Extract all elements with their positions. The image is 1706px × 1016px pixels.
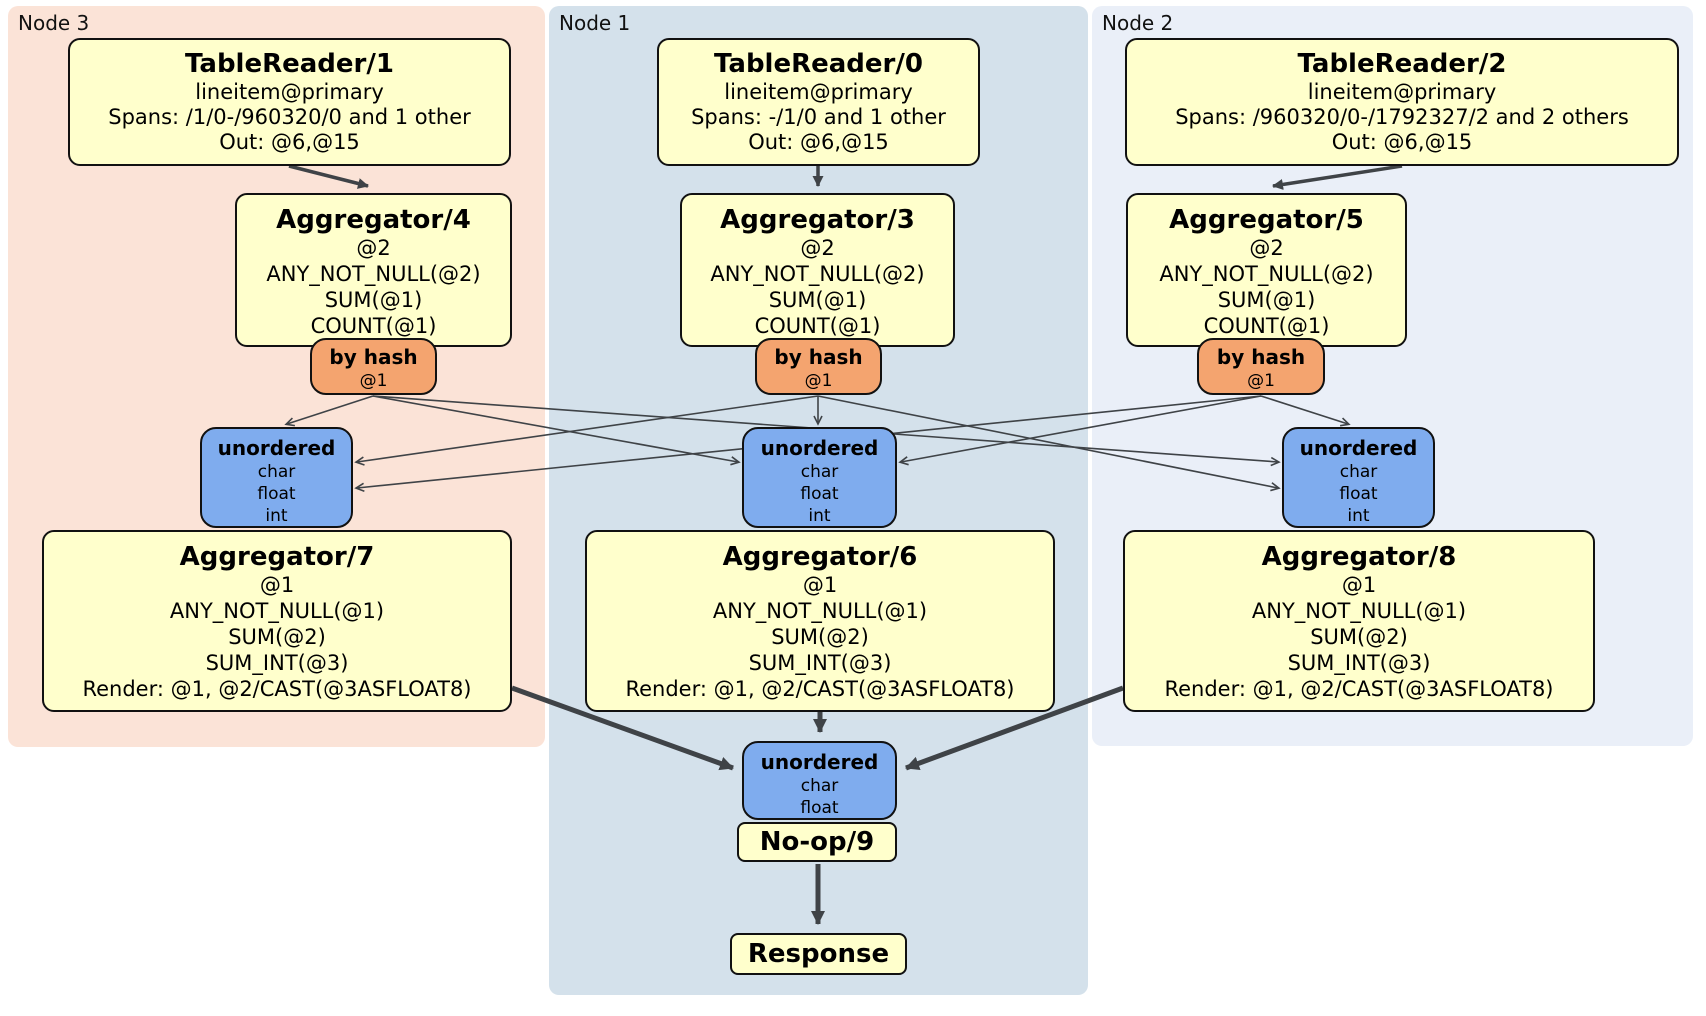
unordered-sync-node1-label: unordered	[760, 436, 879, 460]
tablereader-0-spans: Spans: -/1/0 and 1 other	[691, 105, 946, 129]
aggregator-5-group: @2	[1249, 236, 1284, 260]
sync-type: char	[800, 776, 839, 796]
aggregator-7-group: @1	[259, 573, 295, 597]
aggregator-3-title: Aggregator/3	[720, 205, 915, 235]
aggregator-6-fn: SUM_INT(@3)	[748, 651, 892, 675]
aggregator-4-fn: SUM(@1)	[324, 288, 423, 312]
aggregator-3-fn: SUM(@1)	[768, 288, 867, 312]
tablereader-1-index: lineitem@primary	[195, 80, 384, 104]
response-box: Response	[730, 933, 907, 975]
tablereader-0-box: TableReader/0 lineitem@primary Spans: -/…	[657, 38, 980, 166]
aggregator-7-render: Render: @1, @2/CAST(@3ASFLOAT8)	[82, 677, 472, 701]
response-title: Response	[747, 939, 890, 969]
sync-type: float	[800, 798, 839, 818]
aggregator-8-group: @1	[1341, 573, 1377, 597]
aggregator-6-render: Render: @1, @2/CAST(@3ASFLOAT8)	[625, 677, 1015, 701]
unordered-sync-node3: unordered char float int	[200, 427, 353, 528]
sync-type: int	[1347, 506, 1370, 526]
hash-router-node1-label: by hash	[774, 345, 863, 369]
node3-label: Node 3	[18, 11, 90, 35]
sync-type: char	[1339, 462, 1378, 482]
node2-label: Node 2	[1102, 11, 1174, 35]
tablereader-2-box: TableReader/2 lineitem@primary Spans: /9…	[1125, 38, 1679, 166]
unordered-sync-node1: unordered char float int	[742, 427, 897, 528]
sync-type: int	[265, 506, 288, 526]
aggregator-5-box: Aggregator/5 @2 ANY_NOT_NULL(@2) SUM(@1)…	[1126, 193, 1407, 347]
tablereader-0-out: Out: @6,@15	[748, 130, 889, 154]
tablereader-2-spans: Spans: /960320/0-/1792327/2 and 2 others	[1175, 105, 1629, 129]
node1-label: Node 1	[559, 11, 631, 35]
aggregator-7-title: Aggregator/7	[179, 542, 375, 572]
aggregator-4-fn: ANY_NOT_NULL(@2)	[266, 262, 481, 286]
aggregator-3-box: Aggregator/3 @2 ANY_NOT_NULL(@2) SUM(@1)…	[680, 193, 955, 347]
hash-router-node2: by hash @1	[1197, 338, 1325, 395]
unordered-sync-node3-label: unordered	[217, 436, 336, 460]
tablereader-2-out: Out: @6,@15	[1331, 130, 1473, 154]
aggregator-3-fn: ANY_NOT_NULL(@2)	[710, 262, 925, 286]
tablereader-1-spans: Spans: /1/0-/960320/0 and 1 other	[108, 105, 471, 129]
aggregator-8-render: Render: @1, @2/CAST(@3ASFLOAT8)	[1164, 677, 1554, 701]
aggregator-5-fn: SUM(@1)	[1217, 288, 1316, 312]
hash-router-node3: by hash @1	[310, 338, 437, 395]
aggregator-6-group: @1	[802, 573, 838, 597]
aggregator-7-fn: SUM_INT(@3)	[205, 651, 349, 675]
aggregator-3-group: @2	[800, 236, 835, 260]
aggregator-7-box: Aggregator/7 @1 ANY_NOT_NULL(@1) SUM(@2)…	[42, 530, 512, 712]
unordered-sync-final-label: unordered	[760, 750, 879, 774]
aggregator-3-fn: COUNT(@1)	[754, 314, 881, 338]
aggregator-7-fn: ANY_NOT_NULL(@1)	[169, 599, 385, 623]
aggregator-8-fn: SUM_INT(@3)	[1287, 651, 1431, 675]
hash-router-node1-cols: @1	[804, 371, 833, 391]
hash-router-node2-cols: @1	[1247, 371, 1275, 391]
hash-router-node3-cols: @1	[359, 371, 388, 391]
sync-type: float	[257, 484, 296, 504]
sync-type: float	[1339, 484, 1378, 504]
aggregator-8-title: Aggregator/8	[1261, 542, 1457, 572]
aggregator-8-fn: SUM(@2)	[1310, 625, 1408, 649]
aggregator-5-fn: ANY_NOT_NULL(@2)	[1159, 262, 1374, 286]
tablereader-1-out: Out: @6,@15	[219, 130, 360, 154]
aggregator-7-fn: SUM(@2)	[228, 625, 326, 649]
sync-type: int	[808, 506, 831, 526]
unordered-sync-final: unordered char float	[742, 741, 897, 820]
aggregator-4-box: Aggregator/4 @2 ANY_NOT_NULL(@2) SUM(@1)…	[235, 193, 512, 347]
aggregator-5-title: Aggregator/5	[1169, 205, 1364, 235]
aggregator-8-fn: ANY_NOT_NULL(@1)	[1251, 599, 1467, 623]
sync-type: float	[800, 484, 839, 504]
tablereader-1-title: TableReader/1	[185, 49, 394, 79]
hash-router-node3-label: by hash	[329, 345, 418, 369]
aggregator-5-fn: COUNT(@1)	[1203, 314, 1330, 338]
tablereader-2-title: TableReader/2	[1297, 49, 1507, 79]
aggregator-6-box: Aggregator/6 @1 ANY_NOT_NULL(@1) SUM(@2)…	[585, 530, 1055, 712]
aggregator-6-title: Aggregator/6	[722, 542, 918, 572]
hash-router-node1: by hash @1	[755, 338, 882, 395]
aggregator-4-group: @2	[356, 236, 391, 260]
tablereader-1-box: TableReader/1 lineitem@primary Spans: /1…	[68, 38, 511, 166]
noop-title: No-op/9	[759, 827, 875, 857]
aggregator-8-box: Aggregator/8 @1 ANY_NOT_NULL(@1) SUM(@2)…	[1123, 530, 1595, 712]
aggregator-4-fn: COUNT(@1)	[310, 314, 437, 338]
aggregator-6-fn: ANY_NOT_NULL(@1)	[712, 599, 928, 623]
sync-type: char	[800, 462, 839, 482]
aggregator-4-title: Aggregator/4	[276, 205, 471, 235]
unordered-sync-node2: unordered char float int	[1282, 427, 1435, 528]
hash-router-node2-label: by hash	[1216, 345, 1306, 369]
noop-box: No-op/9	[737, 822, 897, 862]
aggregator-6-fn: SUM(@2)	[771, 625, 869, 649]
unordered-sync-node2-label: unordered	[1299, 436, 1418, 460]
tablereader-0-title: TableReader/0	[714, 49, 923, 79]
tablereader-2-index: lineitem@primary	[1307, 80, 1497, 104]
tablereader-0-index: lineitem@primary	[724, 80, 913, 104]
sync-type: char	[257, 462, 296, 482]
